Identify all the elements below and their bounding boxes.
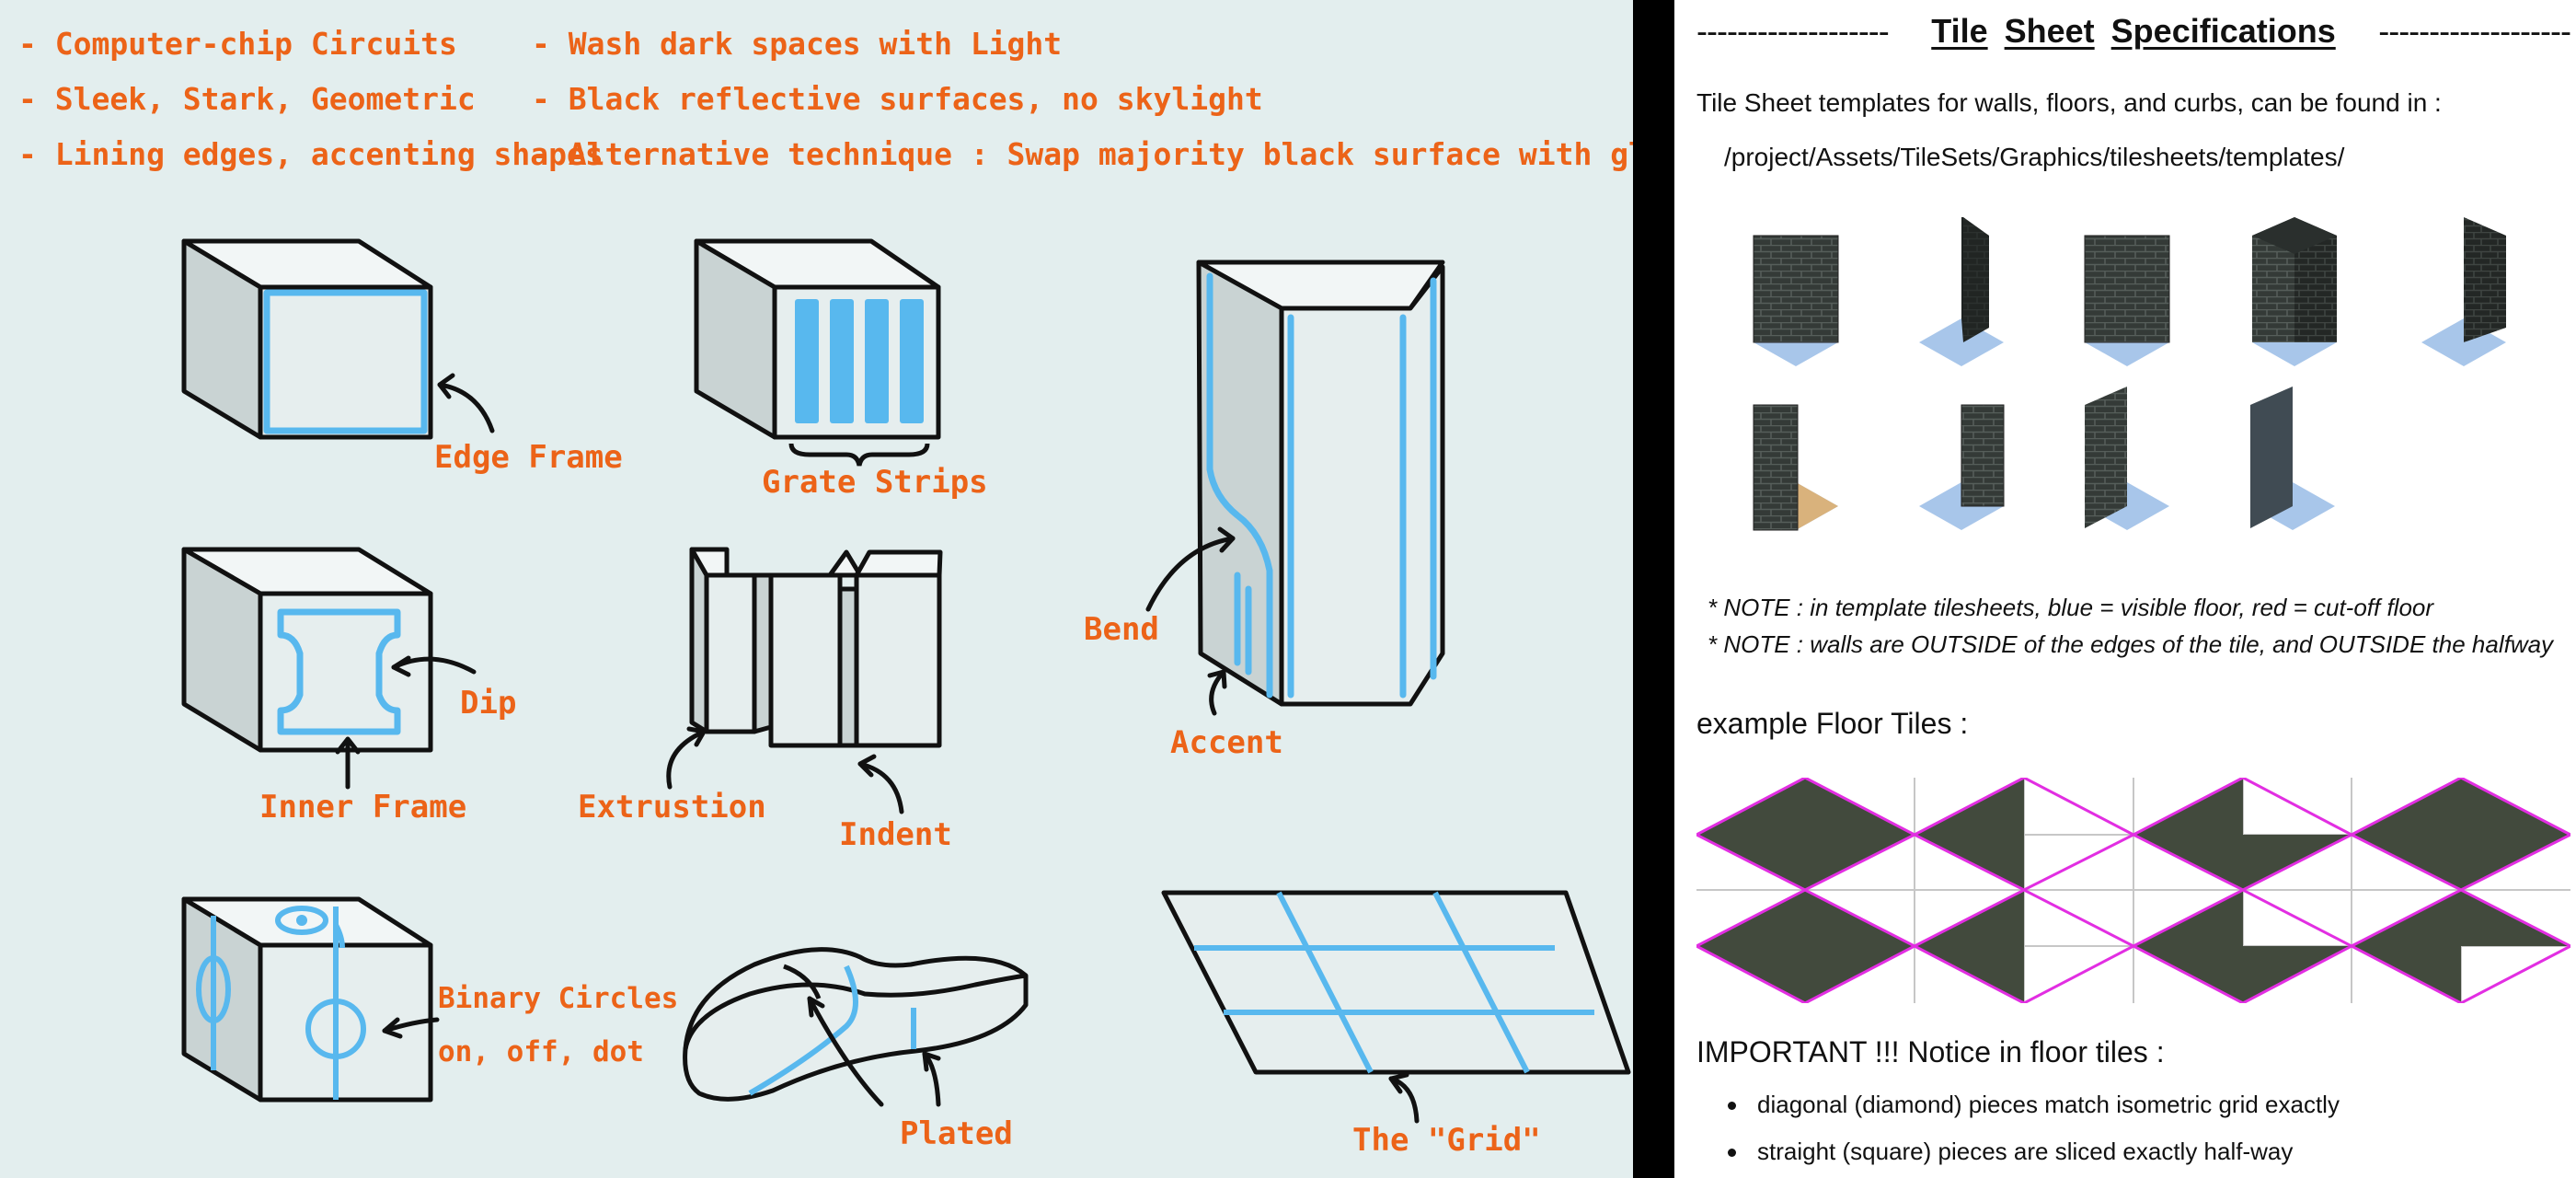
inner-frame-cube [181,547,433,753]
bend-label: Bend [1084,611,1159,648]
dip-label: Dip [460,685,516,722]
note-blue-red: * NOTE : in template tilesheets, blue = … [1708,594,2434,621]
template-tile [2250,387,2335,530]
note-walls: * NOTE : walls are OUTSIDE of the edges … [1708,630,2554,658]
heading-word: Specifications [2110,12,2336,50]
plated-label: Plated [900,1115,1013,1152]
grid-plane [1161,890,1631,1075]
panel-divider [1633,0,1674,1178]
style-note: - Black reflective surfaces, no skylight [532,81,1263,117]
bullet-dot [1728,1102,1736,1110]
floor-tiles-example [1696,778,2570,1003]
style-note: - Lining edges, accenting shapes [18,136,604,172]
style-note: - Alternative technique : Swap majority … [532,136,1633,172]
extrusion-arrow [666,729,707,790]
bullet-item: diagonal (diamond) pieces match isometri… [1757,1091,2340,1118]
sketch-panel: - Computer-chip Circuits - Sleek, Stark,… [0,0,1633,1178]
binary-circles-sublabel: on, off, dot [438,1035,644,1068]
template-path: /project/Assets/TileSets/Graphics/tilesh… [1724,143,2345,171]
indent-arrow [857,761,904,814]
intro-text: Tile Sheet templates for walls, floors, … [1696,88,2442,117]
important-text: Notice in floor tiles : [1899,1035,2165,1068]
important-label: IMPORTANT !!! [1696,1035,1900,1068]
template-tile [1919,217,2004,366]
template-tile [2084,235,2170,366]
style-note: - Sleek, Stark, Geometric [18,81,476,117]
template-tile [2252,217,2337,366]
binary-circles [196,906,366,1100]
style-note: - Wash dark spaces with Light [532,26,1063,62]
plated-shape [683,947,1029,1102]
template-tiles [1753,217,2506,531]
template-tile [2421,217,2506,366]
heading-word: Tile [1931,12,1988,50]
inner-frame-label: Inner Frame [259,789,466,826]
heading-dashes: ------------------- [1696,12,1890,50]
binary-circles-cube [181,896,433,1103]
accent-label: Accent [1170,724,1283,761]
template-tile [1919,404,2005,530]
spec-heading: ------------------- Tile Sheet Specifica… [1696,7,2571,55]
edge-frame-arrow [437,382,495,433]
accent-arrow [1209,669,1226,716]
template-tile [2085,387,2169,530]
column-accents [1206,272,1437,699]
extrusion-label: Extrustion [578,789,766,826]
floor-tiles-heading: example Floor Tiles : [1696,707,1969,740]
bend-arrow [1145,536,1236,612]
extrusion-indent-block [689,547,943,748]
edge-frame-label: Edge Frame [434,439,623,476]
binary-circles-label: Binary Circles [438,982,678,1015]
grid-label: The "Grid" [1352,1122,1541,1159]
bullet-dot [1728,1149,1736,1157]
style-note: - Computer-chip Circuits [18,26,457,62]
plated-arrow [807,996,884,1107]
template-tile [1753,404,1838,531]
indent-label: Indent [839,816,952,853]
spec-panel: ------------------- Tile Sheet Specifica… [1674,0,2576,1178]
plated-accents [748,964,916,1096]
grate-strips-label: Grate Strips [762,464,988,501]
grate-strips [795,299,924,423]
sketch-illustrations: Edge Frame Grate Strips Bend Accent Dip … [181,238,1631,1159]
bullet-item: straight (square) pieces are sliced exac… [1757,1138,2294,1165]
heading-word: Sheet [2004,12,2095,50]
grate-brace [788,443,930,467]
edge-frame-cube [181,238,433,440]
heading-dashes: ------------------- [2378,12,2571,50]
template-tile [1753,235,1839,366]
important-notice: IMPORTANT !!! Notice in floor tiles : [1696,1035,2165,1069]
